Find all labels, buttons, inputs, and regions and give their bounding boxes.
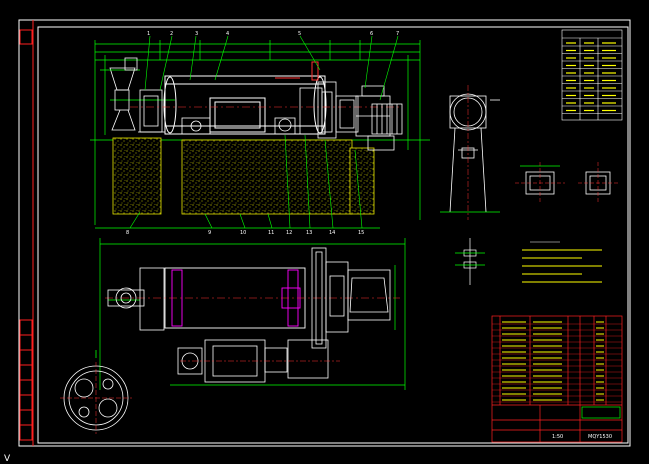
drive-motor [371,103,403,135]
technical-note-lines [522,249,602,283]
plan-discharge-drive [325,261,391,333]
section-detail-a [515,162,565,204]
spec-table [561,29,623,121]
plan-view [99,238,406,390]
title-block-scale: 1:50 [552,434,563,440]
drive-reducer [355,85,395,151]
balloon-4: 4 [226,31,229,37]
balloon-5: 5 [298,31,301,37]
parts-list-frame [491,315,623,443]
technical-notes [522,241,602,283]
balloon-8: 8 [126,230,129,236]
parts-list-rows [492,321,622,403]
feed-bearing [138,89,165,133]
corner-mark: V [4,454,11,464]
foundation-feed-end [112,137,162,215]
section-detail-b [578,162,618,204]
feed-hopper [100,57,140,131]
part-leaders [129,35,399,229]
balloon-7: 7 [396,31,399,37]
balloon-2: 2 [170,31,173,37]
foundation-motor [349,147,375,215]
balloon-6: 6 [370,31,373,37]
balloon-14: 14 [329,230,335,236]
cylinder-red-dimension [275,61,319,81]
foundation-main [181,139,353,215]
side-view [440,85,500,220]
anchor-bolt-detail [455,238,485,285]
balloon-13: 13 [306,230,312,236]
balloon-15: 15 [358,230,364,236]
part-balloon-labels: 1 2 3 4 5 6 7 8 9 10 11 12 13 14 15 [126,31,399,236]
balloon-9: 9 [208,230,211,236]
balloon-3: 3 [195,31,198,37]
spec-table-rows [562,42,622,114]
plan-feed-end [107,267,165,331]
front-elevation-view: 1 2 3 4 5 6 7 8 9 10 11 12 13 14 15 [90,31,430,236]
balloon-10: 10 [240,230,246,236]
left-margin-strips [19,29,33,441]
sheet-outer-border [18,19,631,447]
plan-dimension-lines [99,238,406,390]
discharge-bearing [335,95,359,133]
title-block [492,404,622,442]
gear-end-view [60,350,132,434]
feed-drive-unit [181,117,211,135]
balloon-12: 12 [286,230,292,236]
mill-cylinder [163,75,327,135]
girth-gear-assembly [274,81,337,139]
balloon-1: 1 [147,31,150,37]
title-block-drawing-number: MQY1530 [588,434,612,440]
sheet-inner-border [37,26,629,444]
foundation-blocks [112,137,375,215]
plan-motor-row [177,339,340,383]
balloon-11: 11 [268,230,274,236]
front-dimension-lines [94,40,421,229]
